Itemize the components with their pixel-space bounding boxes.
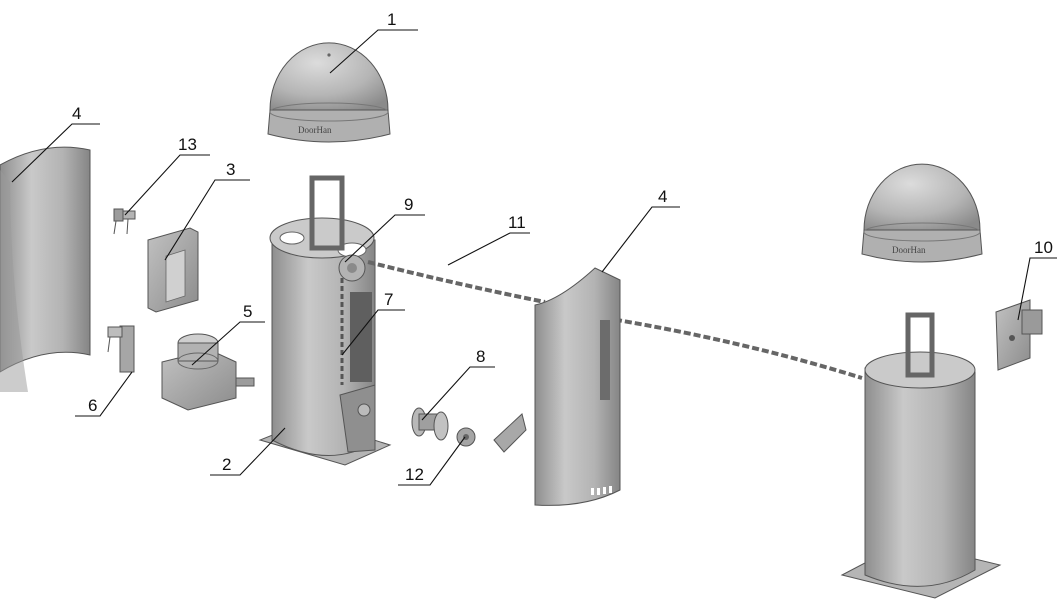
bracket-plate [493, 413, 527, 453]
star-wheel [456, 427, 476, 447]
callout-9: 9 [404, 195, 413, 214]
callout-11: 11 [508, 213, 526, 232]
control-box [147, 227, 199, 313]
cap-brand-label: DoorHan [298, 125, 332, 135]
chain-spool [411, 407, 449, 441]
callout-4-center: 4 [658, 187, 667, 206]
cap-brand-label-secondary: DoorHan [892, 245, 926, 255]
callout-2: 2 [222, 455, 231, 474]
shell-half-center [534, 267, 621, 506]
gear-motor [161, 333, 255, 411]
callout-1: 1 [387, 10, 396, 29]
bollard-main-body [258, 175, 392, 466]
callout-labels: 1 4 13 3 9 11 4 5 7 8 6 2 12 10 [72, 10, 1053, 484]
callout-12: 12 [405, 465, 424, 484]
chain-second [604, 316, 863, 380]
callout-13: 13 [178, 135, 197, 154]
callout-8: 8 [476, 347, 485, 366]
callout-10: 10 [1034, 238, 1053, 257]
receiver-bracket [995, 299, 1043, 371]
lock-bracket [107, 325, 135, 373]
dome-cap-main: DoorHan [267, 42, 391, 143]
shell-half-left [0, 146, 91, 392]
bollard-secondary-body [840, 312, 1002, 599]
lock-cylinder-small [113, 208, 136, 235]
chain-pulley [338, 254, 366, 282]
callout-7: 7 [384, 290, 393, 309]
dome-cap-secondary: DoorHan [861, 163, 983, 263]
chain-main [367, 260, 546, 304]
callout-4-left: 4 [72, 104, 81, 123]
callout-6: 6 [88, 396, 97, 415]
callout-5: 5 [243, 302, 252, 321]
leader-lines [11, 29, 1057, 486]
callout-3: 3 [226, 160, 235, 179]
